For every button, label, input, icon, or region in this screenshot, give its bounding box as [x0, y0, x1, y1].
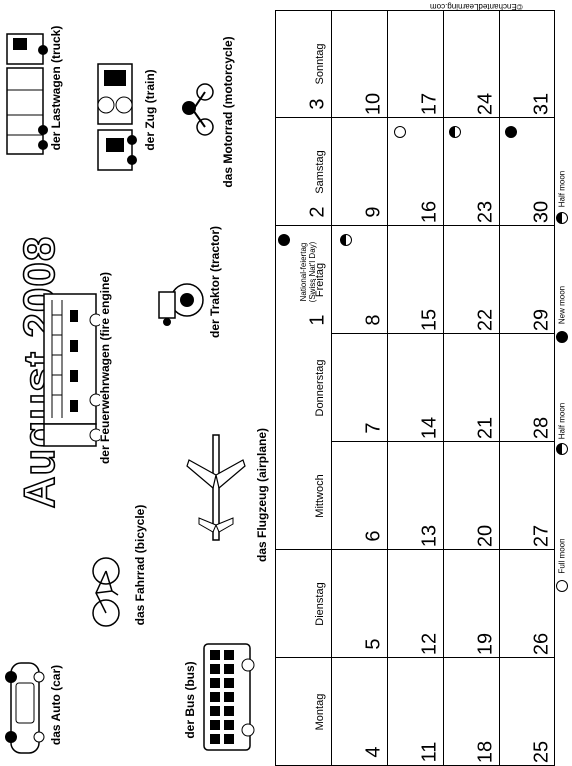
train-caption: der Zug (train) [143, 69, 157, 151]
day-cell-number[interactable]: 7 [362, 422, 385, 434]
car-picture [5, 662, 45, 754]
moon-new-icon [278, 234, 290, 246]
day-cell-number[interactable]: 17 [418, 92, 441, 116]
legend-full-moon-icon [556, 580, 568, 592]
tractor-caption: der Traktor (tractor) [208, 225, 222, 339]
legend-new-moon-icon [556, 331, 568, 343]
day-cell-number[interactable]: 3 [306, 98, 329, 110]
day-cell-number[interactable]: 14 [418, 416, 441, 440]
day-cell-number[interactable]: 6 [362, 530, 385, 542]
day-cell-number[interactable]: 5 [362, 638, 385, 650]
weekday-samstag: Samstag [314, 150, 326, 194]
bus-picture [203, 643, 255, 751]
motorcycle-picture [182, 83, 214, 136]
train-picture [97, 63, 137, 171]
day-cell-number[interactable]: 20 [474, 524, 497, 548]
day-cell-number[interactable]: 21 [474, 416, 497, 440]
bicycle-caption: das Fahrrad (bicycle) [133, 504, 147, 626]
day-cell-number[interactable]: 1 [306, 314, 329, 326]
holiday-note-line-1: National-feiertag [299, 242, 308, 302]
day-cell-number[interactable]: 11 [418, 741, 441, 763]
bicycle-picture [92, 557, 120, 627]
day-cell-number[interactable]: 15 [418, 308, 441, 332]
legend-new-moon-label: New moon [557, 285, 567, 325]
motorcycle-caption: das Motorrad (motorcycle) [221, 36, 235, 188]
holiday-note-line-2: (Swiss Nat'l Day) [308, 241, 317, 303]
weekday-sonntag: Sonntag [314, 43, 326, 85]
day-cell-number[interactable]: 13 [418, 524, 441, 548]
day-cell-number[interactable]: 2 [306, 206, 329, 218]
airplane-picture [186, 434, 246, 541]
day-cell-number[interactable]: 18 [474, 740, 497, 764]
day-cell-number[interactable]: 23 [474, 200, 497, 224]
day-cell-number[interactable]: 8 [362, 314, 385, 326]
weekday-mittwoch: Mittwoch [314, 474, 326, 518]
car-caption: das Auto (car) [49, 664, 63, 746]
legend-full-moon-label: Full moon [557, 538, 567, 574]
day-cell-number[interactable]: 12 [418, 632, 441, 656]
airplane-caption: das Flugzeug (airplane) [255, 427, 269, 563]
day-cell-number[interactable]: 19 [474, 632, 497, 656]
legend-half-moon-2-icon [556, 212, 568, 224]
legend-half-moon-icon [556, 443, 568, 455]
weekday-montag: Montag [314, 693, 326, 731]
day-cell-number[interactable]: 9 [362, 206, 385, 218]
tractor-picture [158, 283, 204, 326]
day-cell-number[interactable]: 30 [530, 200, 553, 224]
day-cell-number[interactable]: 31 [530, 92, 553, 116]
day-cell-number[interactable]: 25 [530, 740, 553, 764]
day-cell-number[interactable]: 16 [418, 200, 441, 224]
fire-engine-picture [43, 293, 100, 447]
truck-caption: der Lastwagen (truck) [49, 25, 63, 151]
weekday-dienstag: Dienstag [314, 582, 326, 626]
truck-picture [6, 33, 48, 155]
day-cell-number[interactable]: 22 [474, 308, 497, 332]
fire-engine-caption: der Feuerwehrwagen (fire engine) [98, 271, 112, 465]
bus-caption: der Bus (bus) [183, 661, 197, 739]
day-cell-number[interactable]: 29 [530, 308, 553, 332]
moon-half-icon [340, 234, 352, 246]
weekday-donnerstag: Donnerstag [314, 359, 326, 417]
moon-new-icon [505, 126, 517, 138]
day-cell-number[interactable]: 10 [362, 92, 385, 116]
day-cell-number[interactable]: 26 [530, 632, 553, 656]
day-cell-number[interactable]: 27 [530, 524, 553, 548]
moon-full-icon [394, 126, 406, 138]
day-cell-number[interactable]: 4 [362, 746, 385, 758]
legend-half-moon-2-label: Half moon [557, 170, 567, 208]
day-cell-number[interactable]: 24 [474, 92, 497, 116]
moon-half-icon [449, 126, 461, 138]
holiday-note: National-feiertag (Swiss Nat'l Day) [299, 242, 317, 303]
legend-half-moon-label: Half moon [557, 402, 567, 440]
day-cell-number[interactable]: 28 [530, 416, 553, 440]
